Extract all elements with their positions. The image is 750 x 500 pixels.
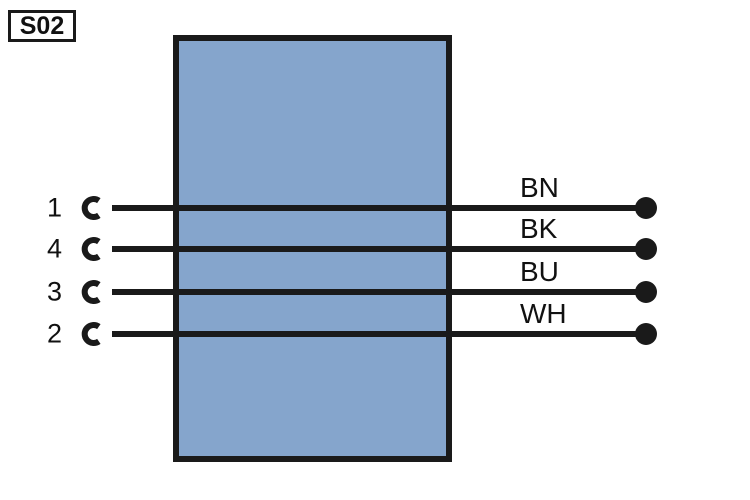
pin-number-3: 3 xyxy=(46,276,62,307)
diagram-id-label: S02 xyxy=(19,11,65,40)
wire-terminal-dot-BU xyxy=(635,281,657,303)
wire-label-BU: BU xyxy=(520,256,559,287)
pin-socket-symbol-4 xyxy=(81,237,101,261)
pin-number-4: 4 xyxy=(46,233,62,264)
wire-label-WH: WH xyxy=(520,298,567,329)
pin-socket-symbol-3 xyxy=(81,280,101,304)
wire-terminal-dot-BN xyxy=(635,197,657,219)
wire-terminal-dot-WH xyxy=(635,323,657,345)
wire-label-BN: BN xyxy=(520,172,559,203)
pin-socket-symbol-1 xyxy=(81,196,101,220)
wire-group xyxy=(81,196,657,346)
wire-terminal-dot-BK xyxy=(635,238,657,260)
diagram-id-badge: S02 xyxy=(8,10,76,42)
pin-number-1: 1 xyxy=(46,192,62,223)
pin-number-2: 2 xyxy=(46,318,62,349)
pin-socket-symbol-2 xyxy=(81,322,101,346)
wire-label-BK: BK xyxy=(520,213,558,244)
